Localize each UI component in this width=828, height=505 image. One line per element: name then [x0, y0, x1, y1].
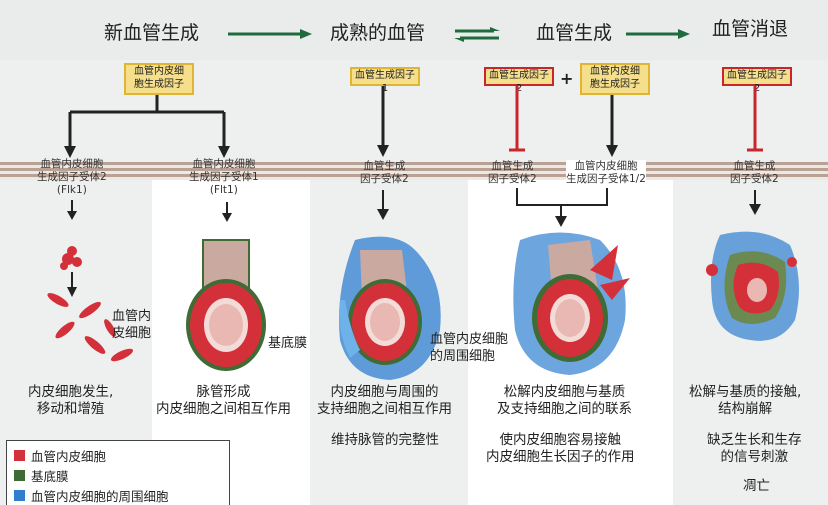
legend: 血管内皮细胞 基底膜 血管内皮细胞的周围细胞 — [6, 440, 230, 505]
desc-stage-5a: 松解与基质的接触, 结构崩解 — [689, 384, 801, 418]
vessel-tube-icon — [186, 240, 266, 371]
mature-vessel-icon — [339, 237, 441, 380]
sprouting-vessel-icon — [513, 233, 630, 376]
desc-stage-1: 内皮细胞发生, 移动和增殖 — [28, 384, 113, 418]
legend-swatch-green-icon — [14, 470, 25, 481]
legend-item-pericyte: 血管内皮细胞的周围细胞 — [14, 486, 169, 505]
desc-stage-3b: 维持脉管的完整性 — [331, 432, 439, 449]
legend-swatch-red-icon — [14, 450, 25, 461]
label-pericytes: 血管内皮细胞 的周围细胞 — [430, 331, 508, 365]
desc-stage-5c: 凋亡 — [743, 478, 770, 495]
legend-item-basement: 基底膜 — [14, 466, 69, 485]
label-endothelial-cells: 血管内 皮细胞 — [112, 308, 151, 342]
desc-stage-3a: 内皮细胞与周围的 支持细胞之间相互作用 — [317, 384, 452, 418]
legend-swatch-blue-icon — [14, 490, 25, 501]
legend-item-endothelial: 血管内皮细胞 — [14, 446, 106, 465]
desc-stage-4b: 使内皮细胞容易接触 内皮细胞生长因子的作用 — [486, 432, 635, 466]
desc-stage-2: 脉管形成 内皮细胞之间相互作用 — [156, 384, 291, 418]
desc-stage-4a: 松解内皮细胞与基质 及支持细胞之间的联系 — [497, 384, 632, 418]
endothelial-cells-icon — [46, 246, 135, 364]
label-basement-membrane: 基底膜 — [268, 335, 307, 352]
regressing-vessel-icon — [706, 232, 799, 341]
desc-stage-5b: 缺乏生长和生存 的信号刺激 — [707, 432, 802, 466]
